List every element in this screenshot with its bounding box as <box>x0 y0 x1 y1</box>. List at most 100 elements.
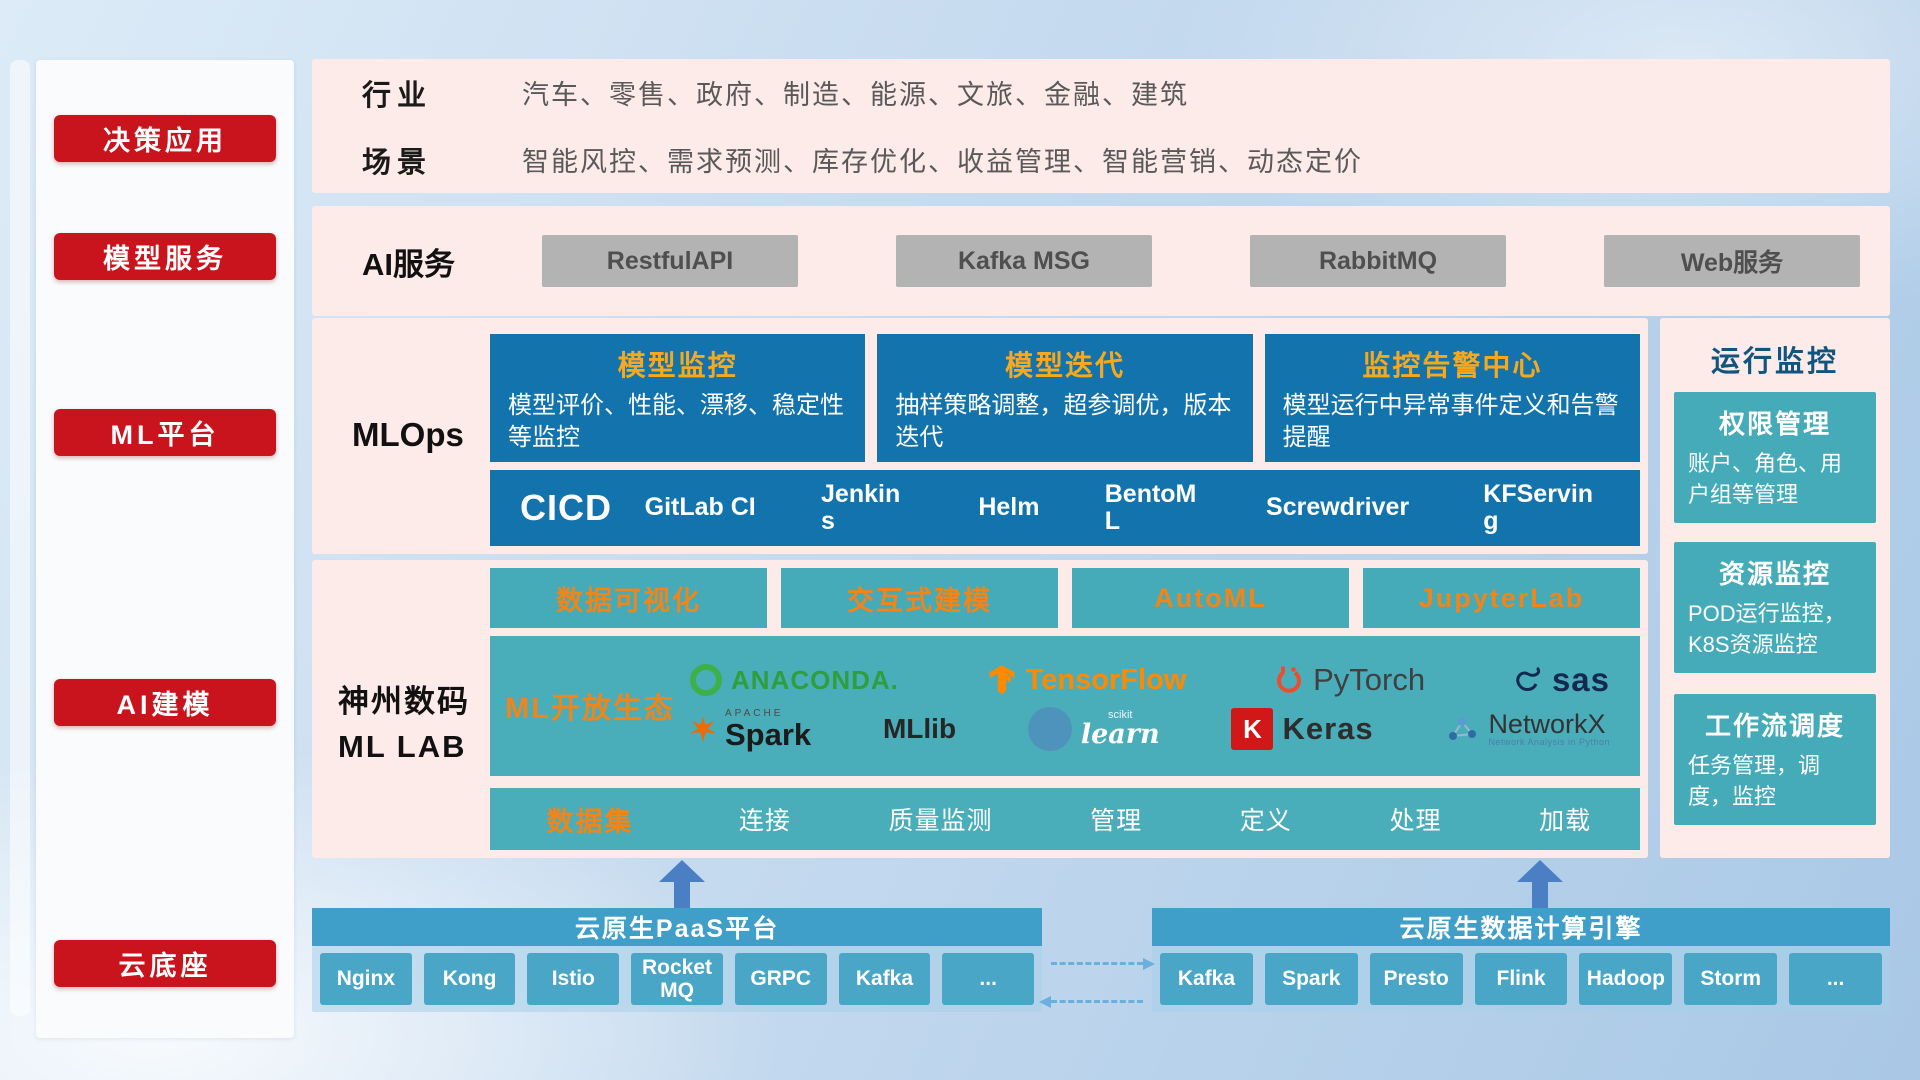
sidebar-item-ai-modeling: AI建模 <box>54 679 276 726</box>
dataset-item-quality: 质量监测 <box>888 807 993 835</box>
networkx-logo: NetworkX Network Analysis in Python <box>1445 710 1610 748</box>
workflow-scheduling-body: 任务管理，调度，监控 <box>1688 753 1821 809</box>
cicd-item-jenkins: Jenkins <box>821 479 901 535</box>
dataset-item-connect: 连接 <box>738 807 791 835</box>
chip-kafka-paas: Kafka <box>838 953 931 1005</box>
industry-row: 行业 汽车、零售、政府、制造、能源、文旅、金融、建筑 <box>312 59 1890 126</box>
dataset-item-define: 定义 <box>1239 807 1292 835</box>
permission-management-body: 账户、角色、用户组等管理 <box>1688 451 1843 507</box>
ml-lab-panel: 神州数码 ML LAB 数据可视化 交互式建模 AutoML JupyterLa… <box>312 560 1648 858</box>
alert-center-body: 模型运行中异常事件定义和告警提醒 <box>1282 392 1619 452</box>
web-service-button: Web服务 <box>1604 235 1860 287</box>
mllib-label: MLlib <box>882 713 957 744</box>
model-monitoring-body: 模型评价、性能、漂移、稳定性等监控 <box>508 392 844 452</box>
dataset-label: 数据集 <box>546 806 634 837</box>
ml-ecosystem-logos: ANACONDA. TensorFlow <box>690 661 1640 751</box>
dashed-arrow-left <box>1039 996 1143 1008</box>
pytorch-logo: PyTorch <box>1274 662 1425 698</box>
chip-flink: Flink <box>1474 953 1568 1005</box>
up-arrow-right-head <box>1517 860 1563 882</box>
up-arrow-left-head <box>659 860 705 882</box>
paas-platform-bar: 云原生PaaS平台 <box>312 908 1042 946</box>
resource-monitoring-body: POD运行监控，K8S资源监控 <box>1688 601 1846 657</box>
mlops-cards: 模型监控 模型评价、性能、漂移、稳定性等监控 模型迭代 抽样策略调整，超参调优，… <box>490 334 1640 462</box>
mllib-logo: MLlib <box>883 713 956 745</box>
resource-monitoring-title: 资源监控 <box>1718 559 1831 589</box>
chip-nginx: Nginx <box>320 953 412 1005</box>
tensorflow-logo: TensorFlow <box>987 663 1187 697</box>
cicd-bar: CICD GitLab CI Jenkins Helm BentoML Scre… <box>490 470 1640 546</box>
workflow-scheduling-card: 工作流调度 任务管理，调度，监控 <box>1674 694 1876 825</box>
pytorch-icon <box>1277 666 1302 693</box>
permission-management-title: 权限管理 <box>1718 409 1831 439</box>
dataset-item-load: 加载 <box>1539 807 1592 835</box>
spark-label: Spark <box>725 716 812 752</box>
up-arrow-right <box>1517 860 1563 908</box>
cicd-title: CICD <box>520 487 612 528</box>
rabbitmq-button: RabbitMQ <box>1250 235 1506 287</box>
dataset-item-process: 处理 <box>1389 807 1442 835</box>
dashed-arrow-right <box>1051 958 1155 970</box>
data-visualization-button: 数据可视化 <box>490 568 767 628</box>
ai-service-row: AI服务 RestfulAPI Kafka MSG RabbitMQ Web服务 <box>312 206 1890 316</box>
data-engine-bar: 云原生数据计算引擎 <box>1152 908 1890 946</box>
sas-icon <box>1516 666 1541 691</box>
cicd-item-kfserving: KFServing <box>1483 479 1594 535</box>
paas-chips: Nginx Kong Istio RocketMQ GRPC Kafka ... <box>312 946 1042 1012</box>
chip-presto: Presto <box>1369 953 1463 1005</box>
jupyterlab-button: JupyterLab <box>1363 568 1640 628</box>
sidebar-item-ml-platform: ML平台 <box>54 409 276 456</box>
networkx-icon <box>1449 718 1477 740</box>
anaconda-icon <box>690 664 722 696</box>
model-iteration-title: 模型迭代 <box>1004 350 1125 381</box>
alert-center-title: 监控告警中心 <box>1362 350 1543 381</box>
networkx-text: NetworkX Network Analysis in Python <box>1488 710 1610 748</box>
ai-service-label: AI服务 <box>362 246 455 282</box>
sas-label: sas <box>1551 661 1610 698</box>
interactive-modeling-button: 交互式建模 <box>781 568 1058 628</box>
scene-row: 场景 智能风控、需求预测、库存优化、收益管理、智能营销、动态定价 <box>312 126 1890 193</box>
ai-service-panel: AI服务 RestfulAPI Kafka MSG RabbitMQ Web服务 <box>312 206 1890 316</box>
automl-button: AutoML <box>1072 568 1349 628</box>
networkx-label: NetworkX <box>1488 709 1606 740</box>
up-arrow-left <box>659 860 705 908</box>
tensorflow-icon <box>989 665 1015 695</box>
ml-lab-label-line2: ML LAB <box>338 728 467 764</box>
sas-logo: sas <box>1513 661 1610 699</box>
restful-api-button: RestfulAPI <box>542 235 798 287</box>
scikit-label-main: learn <box>1080 719 1160 750</box>
ai-service-buttons: RestfulAPI Kafka MSG RabbitMQ Web服务 <box>502 235 1860 287</box>
pytorch-label: PyTorch <box>1313 662 1426 697</box>
scikit-learn-icon <box>1027 707 1072 751</box>
chip-istio: Istio <box>527 953 620 1005</box>
scikit-label-small: scikit <box>1108 709 1133 721</box>
runtime-monitoring-title: 运行监控 <box>1710 346 1839 378</box>
dataset-bar: 数据集 连接 质量监测 管理 定义 处理 加载 <box>490 788 1640 850</box>
ml-ecosystem-label: ML开放生态 <box>505 693 675 725</box>
resource-monitoring-card: 资源监控 POD运行监控，K8S资源监控 <box>1674 542 1876 673</box>
scikit-learn-text: scikit learn <box>1080 709 1160 750</box>
ml-lab-label-line1: 神州数码 <box>338 684 470 719</box>
ml-lab-label: 神州数码 ML LAB <box>338 680 470 770</box>
chip-spark: Spark <box>1264 953 1358 1005</box>
networkx-subtitle: Network Analysis in Python <box>1488 737 1610 748</box>
scene-label: 场景 <box>362 146 433 179</box>
model-monitoring-card: 模型监控 模型评价、性能、漂移、稳定性等监控 <box>490 334 866 462</box>
chip-kafka-engine: Kafka <box>1160 953 1253 1005</box>
dataset-item-manage: 管理 <box>1090 807 1143 835</box>
kafka-msg-button: Kafka MSG <box>896 235 1152 287</box>
cicd-item-bentoml: BentoML <box>1104 479 1197 535</box>
anaconda-logo: ANACONDA. <box>690 664 899 696</box>
tensorflow-label: TensorFlow <box>1025 663 1187 696</box>
chip-rocketmq: RocketMQ <box>631 953 723 1005</box>
chip-more-engine: ... <box>1789 953 1883 1005</box>
keras-label: Keras <box>1282 711 1374 746</box>
runtime-monitoring-panel: 运行监控 权限管理 账户、角色、用户组等管理 资源监控 POD运行监控，K8S资… <box>1660 318 1890 858</box>
ml-lab-buttons: 数据可视化 交互式建模 AutoML JupyterLab <box>490 568 1640 628</box>
cicd-item-screwdriver: Screwdriver <box>1266 493 1410 522</box>
spark-apache-label: APACHE <box>725 707 784 719</box>
chip-storm: Storm <box>1684 953 1778 1005</box>
sidebar-item-model-service: 模型服务 <box>54 233 276 280</box>
chip-grpc: GRPC <box>734 953 827 1005</box>
